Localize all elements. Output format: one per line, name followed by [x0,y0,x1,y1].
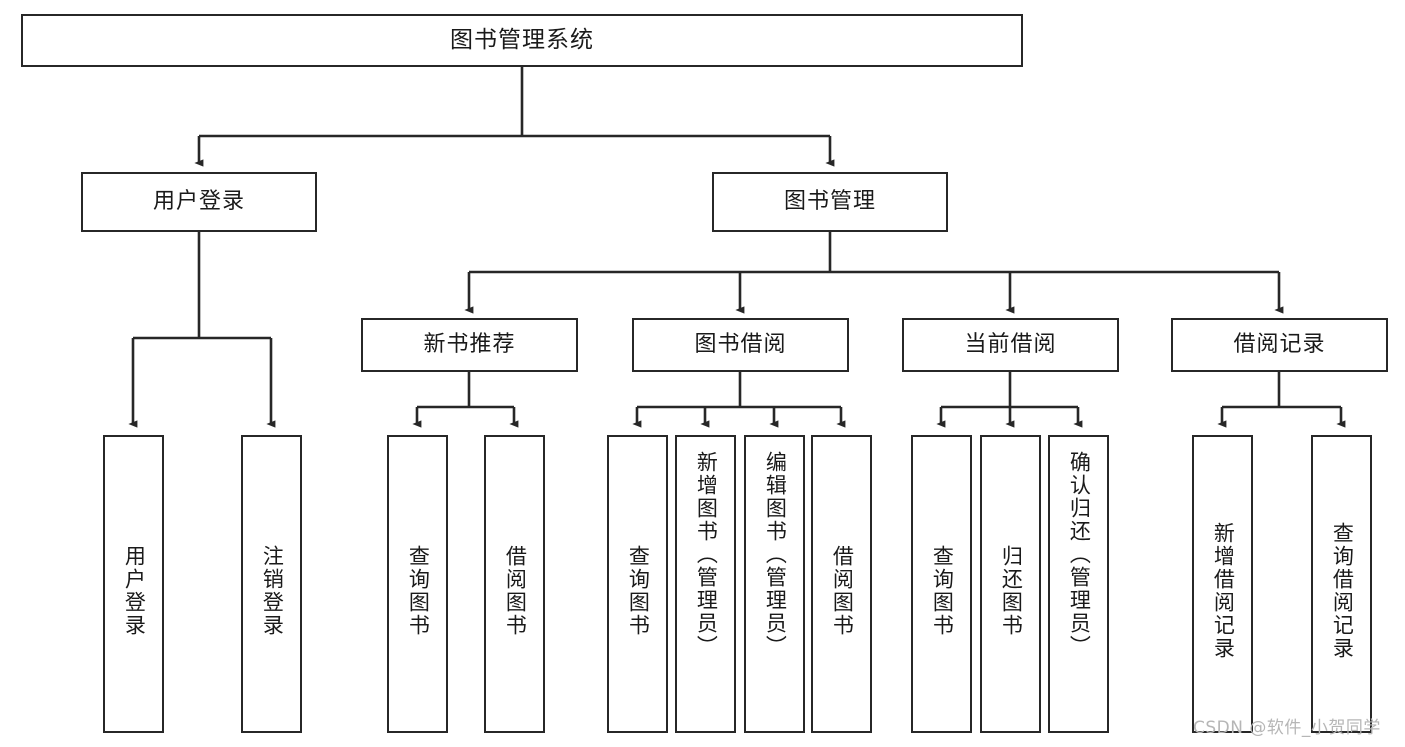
node-label: 借阅图书 [830,545,855,637]
node-label: 借阅记录 [1233,331,1326,357]
leaf-logout[interactable]: 注销登录 [241,435,302,733]
node-label: 新书推荐 [423,331,516,357]
node-label: 用户登录 [122,545,147,637]
node-label: 图书借阅 [694,331,787,357]
node-label: 注销登录 [260,545,285,637]
node-label: 查询借阅记录 [1330,522,1355,660]
node-label: 新增图书（管理员） [694,451,719,658]
leaf-borrow-book-recommend[interactable]: 借阅图书 [484,435,545,733]
node-label: 图书管理 [783,188,876,214]
leaf-confirm-return-admin[interactable]: 确认归还（管理员） [1048,435,1109,733]
node-borrow-record[interactable]: 借阅记录 [1171,318,1388,372]
leaf-user-login[interactable]: 用户登录 [103,435,164,733]
leaf-add-borrow-record[interactable]: 新增借阅记录 [1192,435,1253,733]
leaf-borrow-book[interactable]: 借阅图书 [811,435,872,733]
node-label: 借阅图书 [503,545,528,637]
node-user-login[interactable]: 用户登录 [81,172,317,232]
node-label: 图书管理系统 [450,26,594,53]
leaf-return-book[interactable]: 归还图书 [980,435,1041,733]
leaf-edit-book-admin[interactable]: 编辑图书（管理员） [744,435,805,733]
node-label: 新增借阅记录 [1211,522,1236,660]
node-book-management[interactable]: 图书管理 [712,172,948,232]
node-label: 查询图书 [406,545,431,637]
node-label: 归还图书 [999,545,1024,637]
watermark: CSDN @软件_小贺同学 [1193,718,1381,738]
node-label: 用户登录 [152,188,245,214]
node-book-borrow[interactable]: 图书借阅 [632,318,849,372]
leaf-add-book-admin[interactable]: 新增图书（管理员） [675,435,736,733]
node-new-book-recommend[interactable]: 新书推荐 [361,318,578,372]
node-label: 当前借阅 [964,331,1057,357]
leaf-query-book-recommend[interactable]: 查询图书 [387,435,448,733]
node-root-system[interactable]: 图书管理系统 [21,14,1023,67]
node-label: 确认归还（管理员） [1067,451,1092,658]
leaf-query-book-borrow[interactable]: 查询图书 [607,435,668,733]
node-label: 查询图书 [930,545,955,637]
node-label: 查询图书 [626,545,651,637]
node-label: 编辑图书（管理员） [763,451,788,658]
leaf-query-book-current[interactable]: 查询图书 [911,435,972,733]
leaf-query-borrow-record[interactable]: 查询借阅记录 [1311,435,1372,733]
node-current-borrow[interactable]: 当前借阅 [902,318,1119,372]
